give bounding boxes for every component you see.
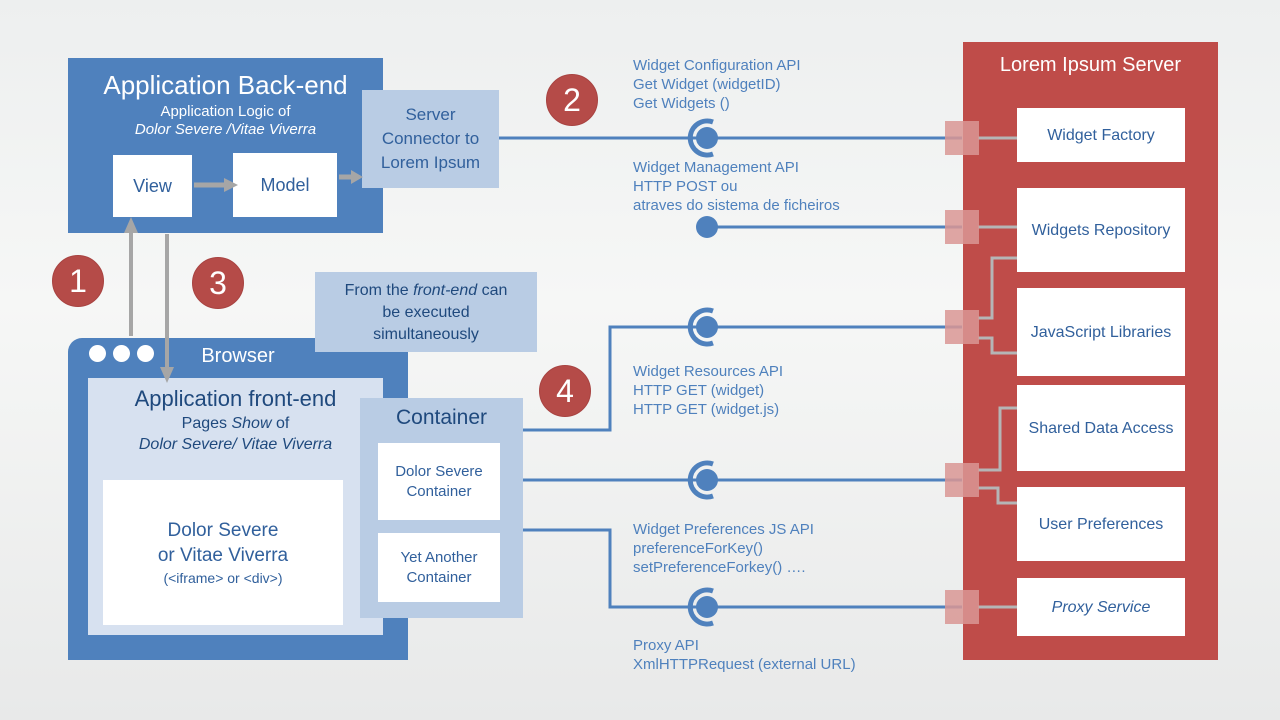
frontend-panel: Application front-end Pages Show of Dolo…: [88, 378, 383, 635]
frontend-subtitle-2: Dolor Severe/ Vitae Viverra: [138, 436, 333, 453]
container-title: Container: [395, 406, 488, 429]
frontend-subtitle-1: Pages Show of: [181, 415, 290, 432]
connector-port: [945, 210, 979, 244]
server-box-user-preferences: User Preferences: [1017, 487, 1185, 561]
note-line-2: be executed: [382, 304, 470, 321]
window-dot-icon: [137, 345, 154, 362]
server-connector-line-2: Connector to: [381, 129, 480, 148]
server-panel-title: Lorem Ipsum Server: [999, 54, 1182, 76]
server-box-widgets-repository: Widgets Repository: [1017, 188, 1185, 272]
step-badge-1: 1: [52, 255, 104, 307]
connector-port: [945, 463, 979, 497]
window-dot-icon: [89, 345, 106, 362]
step-badge-4: 4: [539, 365, 591, 417]
step-badge-3: 3: [192, 257, 244, 309]
note-line-1: From the front-end can: [344, 282, 508, 299]
step-badge-2: 2: [546, 74, 598, 126]
connector-port: [945, 121, 979, 155]
server-connector-line-3: Lorem Ipsum: [380, 153, 481, 172]
note-line-3: simultaneously: [373, 326, 479, 343]
model-box: Model: [233, 153, 337, 217]
server-box-javascript-libraries: JavaScript Libraries: [1017, 288, 1185, 376]
server-panel: Lorem Ipsum Server Widget Factory Widget…: [963, 42, 1218, 660]
server-box-shared-data-access: Shared Data Access: [1017, 385, 1185, 471]
view-box: View: [113, 155, 192, 217]
window-dot-icon: [113, 345, 130, 362]
frontend-content-box: Dolor Severe or Vitae Viverra (<iframe> …: [103, 480, 343, 625]
backend-subtitle-1: Application Logic of: [160, 103, 291, 120]
frontend-content-line-2: or Vitae Viverra: [157, 544, 289, 566]
note-box: From the front-end can be executed simul…: [315, 272, 537, 352]
server-box-widget-factory: Widget Factory: [1017, 108, 1185, 162]
connector-port: [945, 590, 979, 624]
model-label: Model: [260, 174, 310, 195]
server-connector-line-1: Server: [405, 105, 456, 124]
frontend-content-line-1: Dolor Severe: [167, 519, 279, 541]
container-box: Container Dolor Severe Container Yet Ano…: [360, 398, 523, 618]
browser-to-view-arrow: [124, 217, 138, 336]
view-label: View: [133, 175, 172, 196]
backend-title: Application Back-end: [103, 70, 348, 100]
container-sub-box-2: Yet Another Container: [378, 533, 500, 602]
container-sub-box-1: Dolor Severe Container: [378, 443, 500, 520]
server-connector-box: Server Connector to Lorem Ipsum: [362, 90, 499, 188]
server-box-proxy-service: Proxy Service: [1017, 578, 1185, 636]
backend-subtitle-2: Dolor Severe /Vitae Viverra: [134, 121, 317, 138]
frontend-title: Application front-end: [134, 386, 337, 411]
browser-title: Browser: [201, 345, 275, 367]
backend-box: Application Back-end Application Logic o…: [68, 58, 383, 233]
connector-port: [945, 310, 979, 344]
frontend-content-line-3: (<iframe> or <div>): [163, 569, 283, 586]
